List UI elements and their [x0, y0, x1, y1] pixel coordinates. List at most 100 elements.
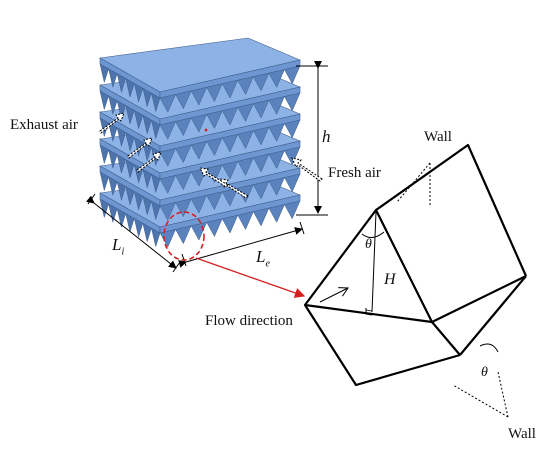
corrugation: [99, 90, 109, 111]
corrugation: [99, 171, 109, 192]
corrugation: [284, 119, 301, 139]
wall-label-bottom: Wall: [508, 426, 536, 442]
corrugation: [99, 117, 109, 138]
corrugation: [142, 168, 152, 189]
corrugation: [206, 83, 223, 103]
height-dimension: [296, 61, 328, 216]
flow-direction-label: Flow direction: [205, 313, 293, 329]
H-height-line: [365, 211, 377, 316]
theta-arc-bottom: [479, 343, 499, 353]
corrugation: [221, 214, 239, 234]
corrugation: [284, 65, 301, 85]
corrugation: [125, 159, 135, 179]
corrugation: [108, 122, 118, 143]
wall-pointers-top: [396, 162, 431, 207]
le-main: L: [256, 247, 266, 266]
corrugation: [175, 117, 192, 137]
corrugation: [116, 100, 127, 121]
li-main: L: [112, 235, 122, 254]
corrugation: [116, 181, 127, 202]
le-label: Le: [256, 248, 270, 269]
theta-arc-top: [361, 231, 385, 238]
corrugation: [142, 114, 152, 135]
wall-pointers-bottom: [452, 371, 509, 418]
li-sub: i: [121, 246, 125, 258]
corrugation: [175, 171, 192, 191]
corrugation: [190, 113, 208, 133]
corrugation: [125, 78, 135, 98]
corrugation: [237, 76, 254, 96]
corrugation: [221, 187, 239, 207]
corrugation: [252, 99, 270, 119]
corrugation: [133, 82, 144, 103]
corrugation: [252, 126, 270, 146]
H-label: H: [384, 271, 396, 288]
corrugation: [99, 144, 109, 165]
flow-direction-arrow: [319, 288, 348, 303]
exhaust-air-label: Exhaust air: [10, 117, 78, 133]
corrugation: [133, 109, 144, 130]
wall-label-top: Wall: [424, 129, 452, 145]
highlight-arrow: [195, 257, 306, 298]
corrugation: [108, 95, 118, 116]
le-sub: e: [265, 258, 270, 270]
corrugation: [221, 79, 239, 99]
corrugation: [252, 207, 270, 227]
highlight-circle: [163, 211, 205, 261]
corrugation: [159, 148, 176, 167]
corrugation: [116, 127, 127, 148]
corrugation: [252, 180, 270, 200]
corrugation: [237, 130, 254, 150]
exhaust-air-arrows: [99, 112, 162, 173]
corrugation: [151, 92, 161, 113]
li-label: Li: [112, 236, 124, 257]
corrugation: [151, 119, 161, 140]
corrugation: [99, 63, 109, 84]
height-symbol: h: [322, 127, 331, 146]
corrugation: [206, 191, 223, 211]
corrugation: [237, 157, 254, 177]
corrugation: [252, 153, 270, 173]
corrugation: [268, 96, 285, 115]
corrugation: [268, 123, 285, 142]
fresh-air-arrows: [199, 157, 323, 199]
corrugation: [237, 103, 254, 123]
corrugation: [190, 194, 208, 214]
corrugation: [237, 211, 254, 231]
corrugation: [108, 149, 118, 170]
corrugation: [125, 105, 135, 125]
corrugation: [284, 92, 301, 112]
corrugation: [268, 204, 285, 223]
plate-stack: [99, 37, 301, 248]
corrugation: [284, 146, 301, 166]
corrugation: [116, 73, 127, 94]
corrugation: [190, 86, 208, 106]
corrugation: [125, 132, 135, 152]
corrugation: [159, 94, 176, 113]
corrugation: [190, 140, 208, 160]
corrugation: [252, 72, 270, 92]
corrugation: [206, 137, 223, 157]
corrugation: [284, 200, 301, 220]
corrugation: [159, 121, 176, 140]
corrugation: [142, 87, 152, 108]
corrugation: [221, 160, 239, 180]
triangular-channel: [303, 143, 528, 387]
corrugation: [175, 90, 192, 110]
fresh-air-label: Fresh air: [328, 165, 381, 181]
corrugation: [108, 68, 118, 89]
corrugation: [268, 177, 285, 196]
corrugation: [221, 133, 239, 153]
corrugation: [268, 150, 285, 169]
corrugation: [151, 173, 161, 194]
corrugation: [284, 173, 301, 193]
corrugation: [142, 141, 152, 162]
corrugation: [175, 198, 192, 218]
corrugation: [116, 154, 127, 175]
corrugation: [206, 110, 223, 130]
corrugation: [221, 106, 239, 126]
corrugation: [159, 175, 176, 194]
corrugation: [175, 144, 192, 164]
